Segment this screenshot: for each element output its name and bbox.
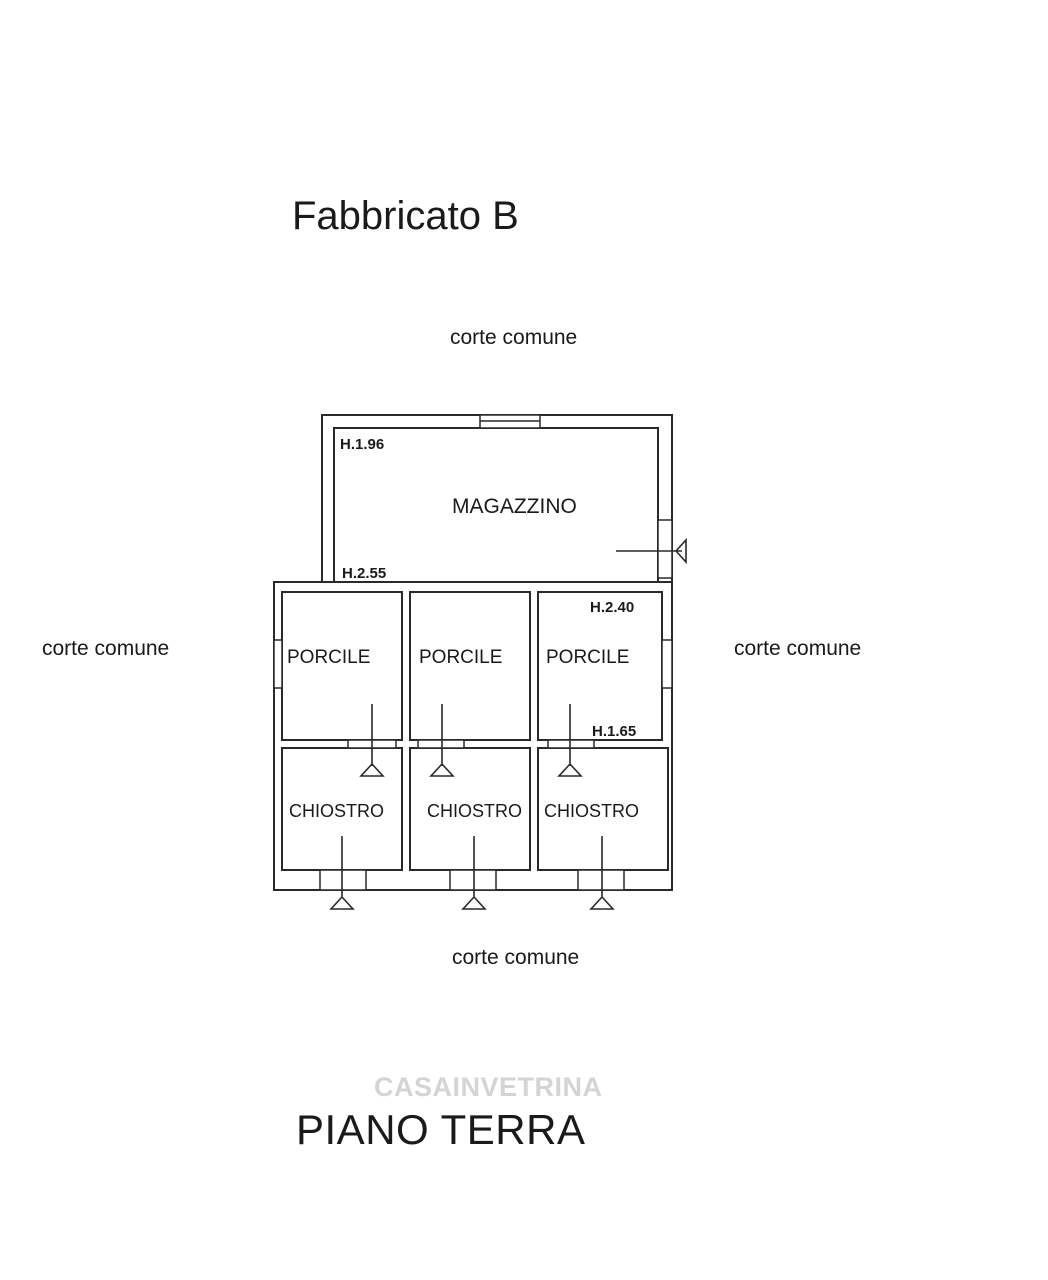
height-label-porcile-high: H.2.40 bbox=[590, 599, 634, 616]
label-corte-comune-east: corte comune bbox=[734, 637, 862, 660]
access-arrow-chiostro-2 bbox=[461, 836, 487, 910]
label-corte-comune-south: corte comune bbox=[452, 946, 580, 969]
opening-porcile-3 bbox=[547, 739, 595, 749]
access-arrow-chiostro-1 bbox=[329, 836, 355, 910]
access-arrow-chiostro-3 bbox=[589, 836, 615, 910]
window-porcile-west bbox=[273, 639, 283, 689]
access-arrows bbox=[329, 537, 687, 910]
height-label-magazzino-high: H.1.96 bbox=[340, 436, 384, 453]
height-label-magazzino-low: H.2.55 bbox=[342, 565, 386, 582]
room-label-chiostro-3: CHIOSTRO bbox=[544, 801, 639, 821]
porcile-2-walls bbox=[409, 591, 531, 741]
access-arrow-magazzino bbox=[616, 537, 687, 565]
access-arrow-porcile-1 bbox=[359, 704, 385, 777]
floor-label: PIANO TERRA bbox=[296, 1106, 586, 1153]
room-label-porcile-3: PORCILE bbox=[546, 647, 629, 668]
room-label-porcile-2: PORCILE bbox=[419, 647, 502, 668]
room-label-porcile-1: PORCILE bbox=[287, 647, 370, 668]
height-label-porcile-low: H.1.65 bbox=[592, 723, 636, 740]
door-chiostro-3 bbox=[577, 869, 625, 891]
label-corte-comune-north: corte comune bbox=[450, 326, 578, 349]
door-chiostro-1 bbox=[319, 869, 367, 891]
windows bbox=[273, 414, 673, 891]
access-arrow-porcile-2 bbox=[429, 704, 455, 777]
drawing-title: Fabbricato B bbox=[292, 194, 519, 238]
label-corte-comune-west: corte comune bbox=[42, 637, 170, 660]
access-arrow-porcile-3 bbox=[557, 704, 583, 777]
window-porcile-east bbox=[661, 639, 673, 689]
room-label-chiostro-2: CHIOSTRO bbox=[427, 801, 522, 821]
room-label-magazzino: MAGAZZINO bbox=[452, 495, 577, 518]
door-chiostro-2 bbox=[449, 869, 497, 891]
window-magazzino-east bbox=[657, 519, 673, 579]
room-label-chiostro-1: CHIOSTRO bbox=[289, 801, 384, 821]
watermark: CASAINVETRINA bbox=[374, 1072, 603, 1102]
opening-porcile-2 bbox=[417, 739, 465, 749]
